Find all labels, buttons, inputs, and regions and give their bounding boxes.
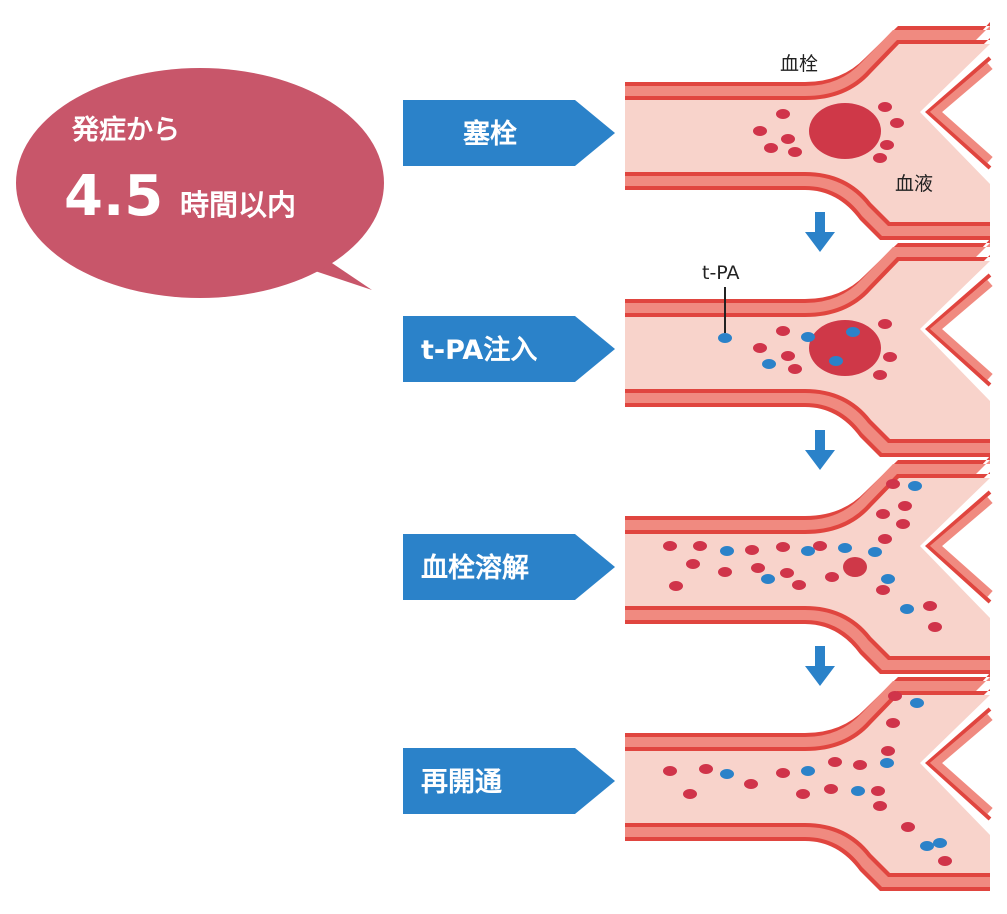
clot <box>809 103 881 159</box>
step-label-1: 塞栓 <box>463 118 517 150</box>
arrow-down-icon <box>805 212 835 252</box>
vessel-tpa-injection: t-PA <box>625 239 990 457</box>
arrow-down-icon <box>805 646 835 686</box>
speech-bubble: 発症から 4.5 時間以内 <box>16 68 384 298</box>
tpa-cells <box>720 481 922 614</box>
red-blood-cells <box>663 479 942 632</box>
step-label-4: 再開通 <box>421 767 502 798</box>
arrow-down-icon <box>805 430 835 470</box>
step-arrow-3: 血栓溶解 <box>403 534 615 600</box>
red-blood-cells <box>753 319 897 380</box>
bubble-number: 4.5 <box>64 164 163 229</box>
step-label-3: 血栓溶解 <box>421 552 529 584</box>
clot <box>809 320 881 376</box>
thrombus-label: 血栓 <box>780 53 818 75</box>
step-arrow-2: t-PA注入 <box>403 316 615 382</box>
bubble-unit: 時間以内 <box>180 188 296 222</box>
red-blood-cells <box>663 691 952 866</box>
vessel-embolus: 血栓 血液 <box>625 22 990 240</box>
step-label-2: t-PA注入 <box>421 334 537 366</box>
red-blood-cells <box>753 102 904 163</box>
tpa-cells <box>720 698 947 851</box>
vessel-recanalization <box>625 673 990 891</box>
step-arrow-4: 再開通 <box>403 748 615 814</box>
tpa-cells <box>718 327 860 369</box>
tpa-label: t-PA <box>702 262 740 284</box>
step-arrow-1: 塞栓 <box>403 100 615 166</box>
blood-label: 血液 <box>895 173 933 195</box>
vessel-thrombolysis <box>625 456 990 674</box>
bubble-line1: 発症から <box>71 115 180 146</box>
clot-small <box>843 557 867 577</box>
